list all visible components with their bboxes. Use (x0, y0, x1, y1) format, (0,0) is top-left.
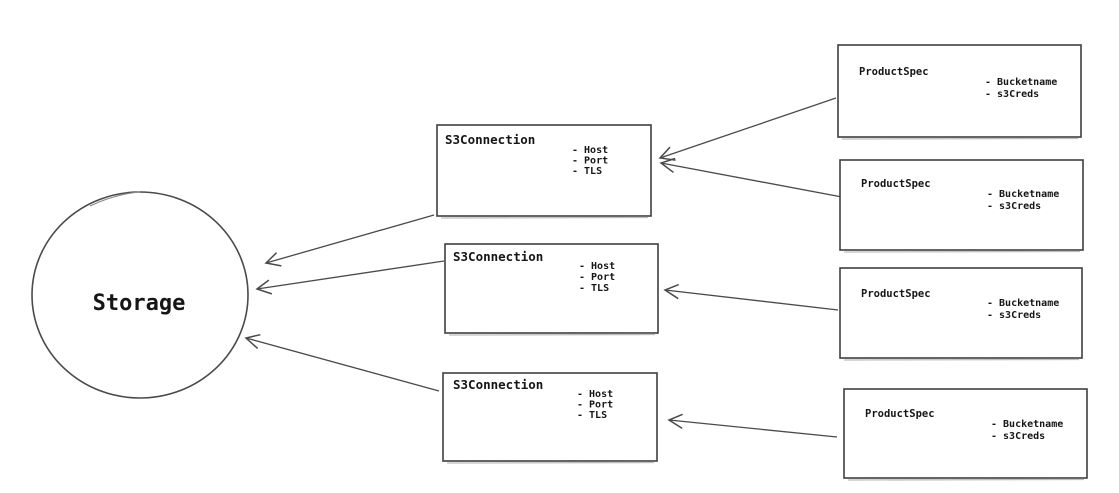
s3connection-box-2-sketch-edge (448, 333, 656, 336)
storage-node: Storage (31, 191, 249, 399)
productspec-box-1 (837, 44, 1082, 138)
productspec-attr-bucketname: - Bucketname (987, 189, 1059, 200)
s3connection-attr-host: - Host (577, 389, 613, 400)
productspec-node-3: ProductSpec - Bucketname - s3Creds (839, 267, 1083, 361)
productspec-attr-s3creds: - s3Creds (985, 89, 1039, 100)
productspec-node-1: ProductSpec - Bucketname - s3Creds (837, 44, 1082, 140)
productspec-title: ProductSpec (861, 178, 931, 190)
s3connection-attr-host: - Host (579, 261, 615, 272)
s3connection-title: S3Connection (453, 377, 543, 392)
arrow-s3connection3-to-storage (244, 333, 440, 392)
s3connection-attr-host: - Host (572, 145, 608, 156)
s3connection-box-1 (436, 124, 652, 217)
arrow-s3connection1-to-storage (264, 214, 435, 267)
productspec-box-1-sketch-edge (841, 137, 1079, 140)
productspec-box-2-sketch-edge (843, 250, 1081, 253)
s3connection-node-3: S3Connection - Host - Port - TLS (442, 372, 658, 464)
s3connection-box-3 (442, 372, 658, 462)
s3connection-attr-port: - Port (572, 156, 608, 167)
s3connection-box-3-sketch-edge (446, 461, 655, 464)
edges-layer (244, 97, 843, 438)
s3connection-attr-tls: - TLS (572, 166, 602, 177)
arrow-productspec1-to-s3connection1 (658, 97, 837, 161)
s3connection-box-2 (444, 243, 659, 334)
productspec-title: ProductSpec (859, 66, 929, 78)
productspec-title: ProductSpec (865, 408, 935, 420)
arrow-productspec3-to-s3connection2 (663, 283, 839, 311)
s3connection-attr-port: - Port (579, 272, 615, 283)
storage-circle-sketch-overlap (89, 191, 141, 207)
storage-label: Storage (93, 291, 186, 316)
productspec-title: ProductSpec (861, 288, 931, 300)
s3connection-attr-port: - Port (577, 400, 613, 411)
productspec-box-3 (839, 267, 1083, 359)
productspec-box-4 (843, 388, 1088, 479)
arrow-productspec4-to-s3connection3 (667, 413, 838, 438)
productspec-attr-bucketname: - Bucketname (987, 298, 1059, 309)
productspec-attr-s3creds: - s3Creds (987, 310, 1041, 321)
s3connection-box-1-sketch-edge (440, 216, 649, 219)
productspec-box-4-sketch-edge (847, 478, 1085, 481)
arrow-s3connection2-to-storage (255, 260, 445, 295)
s3connection-title: S3Connection (453, 249, 543, 264)
productspec-node-2: ProductSpec - Bucketname - s3Creds (839, 159, 1084, 253)
productspec-box-2 (839, 159, 1084, 251)
productspec-attr-bucketname: - Bucketname (985, 77, 1057, 88)
productspec-attr-s3creds: - s3Creds (991, 431, 1045, 442)
productspec-box-3-sketch-edge (843, 358, 1080, 361)
productspec-attr-bucketname: - Bucketname (991, 419, 1063, 430)
s3connection-node-2: S3Connection - Host - Port - TLS (444, 243, 659, 336)
arrow-productspec2-to-s3connection1 (659, 157, 843, 198)
productspec-attr-s3creds: - s3Creds (987, 201, 1041, 212)
s3connection-node-1: S3Connection - Host - Port - TLS (436, 124, 652, 219)
s3connection-title: S3Connection (445, 132, 535, 147)
s3connection-attr-tls: - TLS (579, 283, 609, 294)
productspec-node-4: ProductSpec - Bucketname - s3Creds (843, 388, 1088, 481)
s3connection-attr-tls: - TLS (577, 410, 607, 421)
